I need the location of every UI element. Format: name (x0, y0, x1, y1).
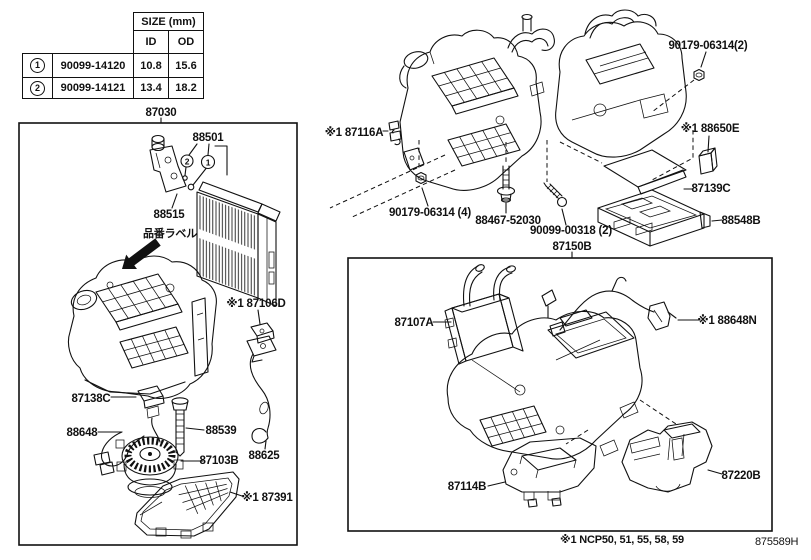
box-title-87030: 87030 (146, 107, 177, 119)
expansion-valve-drawing (149, 134, 187, 193)
svg-text:88625: 88625 (249, 450, 281, 462)
ac-unit-assembly-drawing (399, 13, 555, 191)
label-90179-06314-2: 90179-06314(2) (668, 40, 748, 68)
svg-text:87220B: 87220B (721, 470, 760, 482)
heater-unit-assembly-drawing (555, 9, 687, 158)
amplifier-87106d-drawing (246, 322, 277, 363)
label-87103b: 87103B (180, 455, 239, 467)
tray-87391-drawing (134, 471, 240, 539)
label-88501-callouts: 88501 2 1 (180, 132, 228, 191)
part-number-cell: 90099-14121 (52, 77, 134, 99)
label-88650e: ※1 88650E (681, 121, 740, 153)
label-87138c: 87138C (71, 393, 137, 405)
svg-text:87139C: 87139C (691, 183, 730, 195)
svg-text:90099-00318 (2): 90099-00318 (2) (530, 225, 612, 237)
label-87220b: 87220B (707, 469, 761, 482)
label-88501: 88501 (193, 132, 225, 144)
size-table: SIZE (mm) ID OD 1 90099-14120 10.8 15.6 … (22, 12, 204, 99)
svg-text:88515: 88515 (154, 209, 186, 221)
svg-text:87107A: 87107A (394, 317, 433, 329)
label-88548b: 88548B (711, 215, 761, 227)
filter-case-88548b-drawing (597, 189, 711, 247)
svg-text:※1 88648N: ※1 88648N (697, 313, 756, 327)
footnote-text: ※1 NCP50, 51, 55, 58, 59 (560, 534, 684, 546)
nut-90179-06314-2-drawing (693, 68, 705, 82)
table-row: 1 90099-14120 10.8 15.6 (22, 53, 204, 78)
cooling-unit-case-drawing (67, 255, 217, 399)
od-cell: 18.2 (168, 77, 204, 99)
label-87107a: 87107A (394, 317, 452, 329)
o-ring-small (182, 175, 188, 181)
ref-callout-2: 2 (30, 80, 45, 96)
label-87106d: ※1 87106D (226, 296, 286, 325)
blower-motor-87103b-drawing (116, 436, 184, 498)
part-number-label-note: 品番ラベル (122, 226, 197, 269)
bolt-88467-52030-drawing (496, 165, 516, 203)
svg-text:※1 87116A: ※1 87116A (325, 125, 384, 139)
label-87391: ※1 87391 (229, 490, 294, 504)
footer: ※1 NCP50, 51, 55, 58, 59 875589H (560, 534, 799, 548)
label-88625: 88625 (249, 440, 281, 462)
clip-87116a-drawing (388, 120, 402, 146)
screw-88539-drawing (171, 397, 189, 457)
label-88648n: ※1 88648N (677, 313, 757, 327)
block-88650e-drawing (698, 147, 718, 175)
label-88539: 88539 (185, 425, 237, 437)
heater-case-drawing (446, 289, 643, 460)
heater-unit-box: 87150B (347, 241, 773, 532)
svg-text:88648: 88648 (67, 427, 99, 439)
id-cell: 13.4 (133, 77, 169, 99)
label-88467-52030: 88467-52030 (475, 202, 541, 227)
filter-87139c-drawing (603, 149, 687, 195)
svg-text:88467-52030: 88467-52030 (475, 215, 541, 227)
callout-2: 2 (185, 157, 190, 167)
box-title-87150b: 87150B (552, 241, 591, 253)
table-row: 2 90099-14121 13.4 18.2 (22, 77, 204, 99)
od-cell: 15.6 (168, 53, 204, 78)
harness-88648-drawing (93, 431, 145, 476)
exploded-view-dashed-lines (329, 79, 695, 445)
svg-text:90179-06314 (4): 90179-06314 (4) (389, 207, 471, 219)
screw-90099-00318-drawing (543, 182, 568, 208)
label-87139c: 87139C (683, 183, 731, 195)
heater-core-87107a-drawing (444, 264, 524, 365)
o-ring-large (187, 183, 195, 191)
svg-text:※1 87391: ※1 87391 (241, 490, 293, 504)
nut-90179-06314-4-drawing (415, 171, 427, 185)
label-88648: 88648 (67, 427, 122, 439)
cooling-unit-box: 87030 (18, 107, 298, 546)
wire-88648n-drawing (549, 276, 677, 337)
label-87116a: ※1 87116A (325, 125, 389, 139)
svg-text:90179-06314(2): 90179-06314(2) (668, 40, 747, 52)
resistor-87138c-drawing (137, 385, 165, 443)
callout-1: 1 (206, 158, 211, 168)
doc-code: 875589H (755, 536, 799, 548)
svg-text:※1 87106D: ※1 87106D (226, 296, 285, 310)
svg-text:88548B: 88548B (721, 215, 760, 227)
svg-text:87103B: 87103B (199, 455, 238, 467)
duct-87220b-drawing (621, 421, 713, 493)
duct-87114b-drawing (502, 437, 597, 508)
svg-text:88539: 88539 (206, 425, 237, 437)
pointer-arrow (122, 238, 161, 269)
ref-callout-1: 1 (30, 58, 45, 73)
evaporator-drawing (196, 181, 281, 307)
label-88515: 88515 (154, 193, 186, 221)
thermistor-88625-drawing (249, 353, 271, 444)
jp-note: 品番ラベル (143, 226, 197, 240)
label-87114b: 87114B (448, 481, 506, 493)
id-cell: 10.8 (133, 53, 169, 78)
svg-text:87138C: 87138C (71, 393, 110, 405)
label-90099-00318: 90099-00318 (2) (530, 208, 613, 237)
label-90179-06314-4: 90179-06314 (4) (389, 187, 472, 219)
svg-text:※1 88650E: ※1 88650E (681, 121, 740, 135)
svg-text:87114B: 87114B (448, 481, 486, 493)
